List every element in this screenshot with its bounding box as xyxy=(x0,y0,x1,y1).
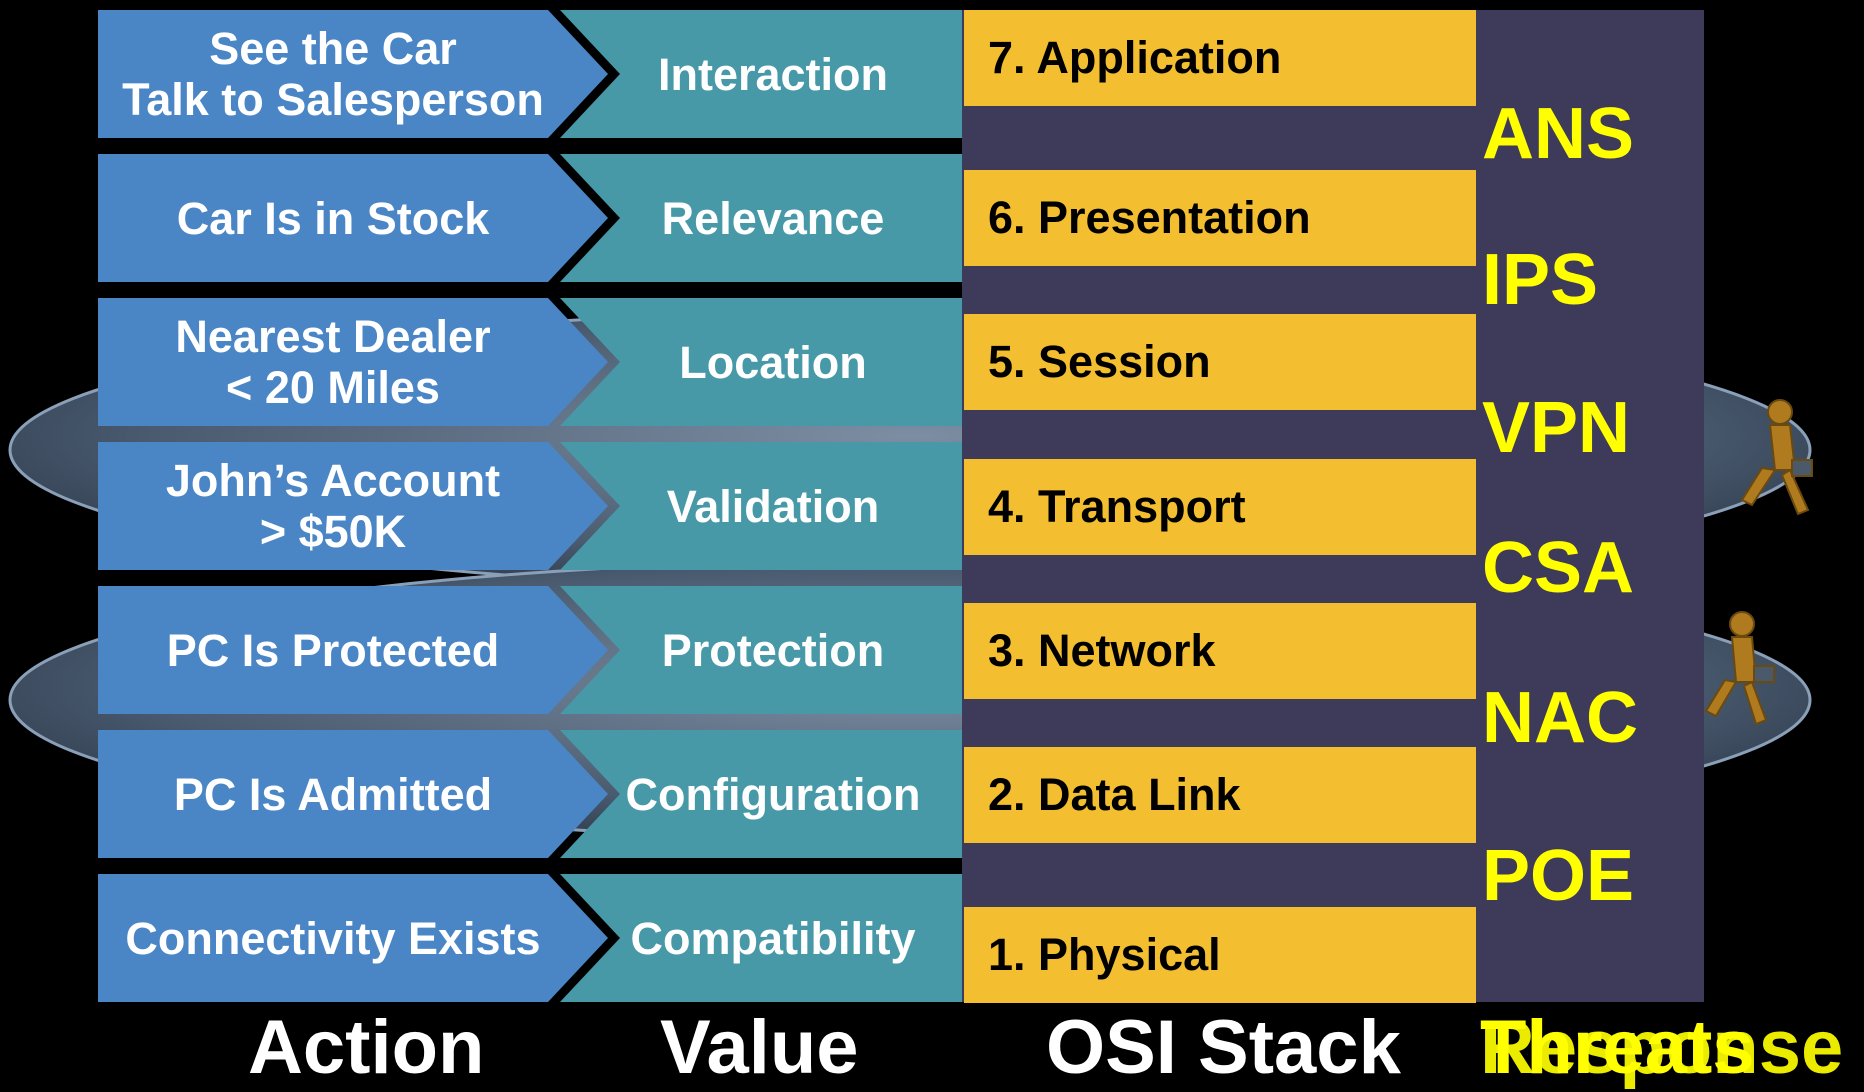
osi-layer-band: 2. Data Link xyxy=(964,747,1476,843)
action-arrow xyxy=(98,442,608,570)
osi-layer-label: 6. Presentation xyxy=(988,192,1311,243)
osi-layer-band: 4. Transport xyxy=(964,459,1476,555)
response-label: ANS xyxy=(1482,94,1635,174)
value-label: Configuration xyxy=(625,768,921,820)
osi-layer-label: 3. Network xyxy=(988,625,1216,676)
action-arrow xyxy=(98,154,608,282)
action-arrow xyxy=(98,730,608,858)
value-arrow xyxy=(560,730,962,858)
footer-value-label: Value xyxy=(660,1005,859,1090)
osi-layer-label: 7. Application xyxy=(988,32,1282,83)
action-label: PC Is Admitted xyxy=(173,768,493,820)
action-arrow xyxy=(98,586,608,714)
value-label: Location xyxy=(679,336,867,388)
osi-layer-band: 7. Application xyxy=(964,10,1476,106)
osi-layer-label: 5. Session xyxy=(988,336,1211,387)
osi-layer-band: 1. Physical xyxy=(964,907,1476,1003)
action-label: John’s Account > $50K xyxy=(165,455,501,557)
osi-layer-band: 5. Session xyxy=(964,314,1476,410)
footer-osi-label: OSI Stack xyxy=(1046,1005,1401,1090)
action-label: Connectivity Exists xyxy=(125,912,541,964)
action-label: PC Is Protected xyxy=(166,624,500,676)
response-label: VPN xyxy=(1482,388,1631,468)
response-label: CSA xyxy=(1482,528,1635,608)
value-arrow xyxy=(560,10,962,138)
response-label: NAC xyxy=(1482,678,1638,758)
footer-threats-label: Threats xyxy=(1480,1005,1755,1090)
action-arrow xyxy=(98,10,608,138)
value-arrow xyxy=(560,298,962,426)
value-arrow xyxy=(560,586,962,714)
footer-action-label: Action xyxy=(248,1005,485,1090)
action-label: Nearest Dealer < 20 Miles xyxy=(175,311,491,413)
osi-layer-label: 2. Data Link xyxy=(988,769,1241,820)
value-label: Compatibility xyxy=(630,912,916,964)
value-label: Interaction xyxy=(657,48,889,100)
action-arrow xyxy=(98,298,608,426)
action-label: See the Car Talk to Salesperson xyxy=(122,23,544,125)
action-arrow xyxy=(98,874,608,1002)
response-label: POE xyxy=(1482,836,1635,916)
osi-layer-band: 3. Network xyxy=(964,603,1476,699)
value-label: Protection xyxy=(661,624,885,676)
value-arrow xyxy=(560,442,962,570)
value-arrow xyxy=(560,874,962,1002)
value-label: Relevance xyxy=(661,192,885,244)
action-label: Car Is in Stock xyxy=(176,192,490,244)
footer-response-label: Response xyxy=(1480,1005,1844,1090)
running-figure-icon xyxy=(1740,399,1813,516)
value-arrow xyxy=(560,154,962,282)
osi-layer-label: 1. Physical xyxy=(988,929,1221,980)
running-figure-icon xyxy=(1704,611,1775,726)
osi-layer-label: 4. Transport xyxy=(988,481,1246,532)
value-label: Validation xyxy=(666,480,880,532)
osi-layer-band: 6. Presentation xyxy=(964,170,1476,266)
response-label: IPS xyxy=(1482,240,1599,320)
